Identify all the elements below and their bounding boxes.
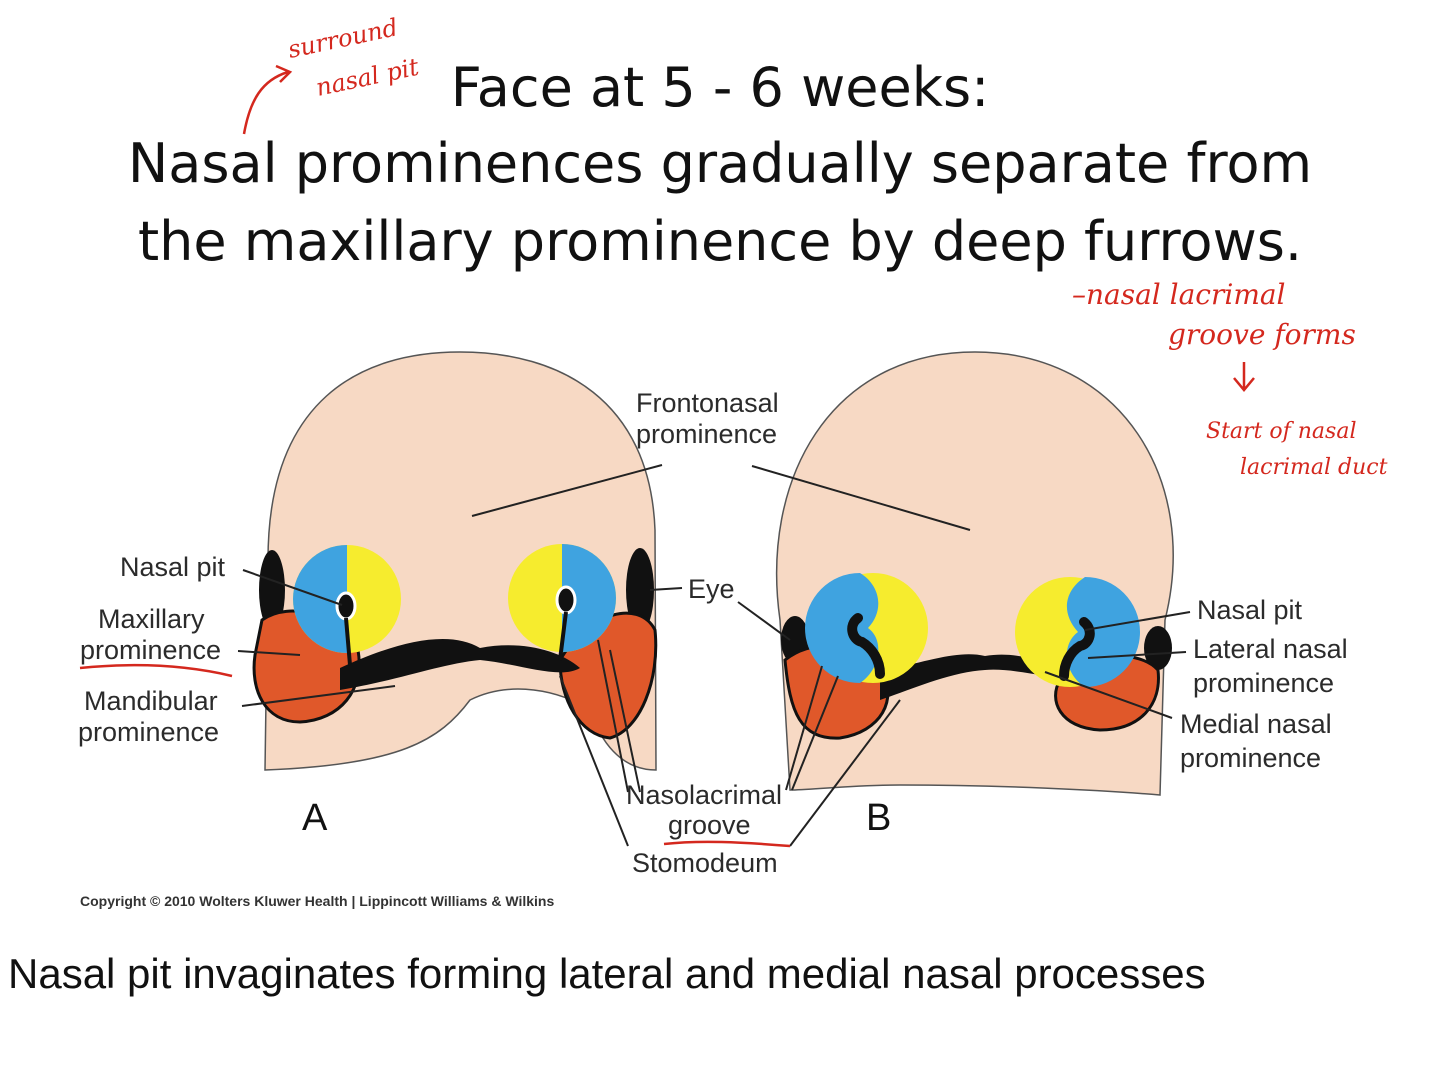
nasal-pit-a-left [335, 591, 357, 621]
copyright-text: Copyright © 2010 Wolters Kluwer Health |… [80, 893, 554, 909]
slide-caption: Nasal pit invaginates forming lateral an… [8, 950, 1206, 997]
nasal-pit-a-right [555, 585, 577, 615]
label-frontonasal-1: Frontonasal [636, 388, 779, 418]
annotation-start-of-nasal: Start of nasal [1206, 419, 1357, 444]
panel-label-a: A [302, 797, 328, 839]
eye-b-right [1144, 626, 1172, 670]
embryo-face-b [775, 351, 1174, 796]
nasal-placode-b-left-blue [805, 573, 879, 683]
annotation-arrow-down [1233, 362, 1255, 392]
stomodeum-b [880, 654, 1075, 700]
label-nasolacrimal-1: Nasolacrimal [626, 780, 782, 810]
label-nasolacrimal-2: groove [668, 810, 751, 840]
annotation-nasal-pit: nasal pit [313, 53, 421, 102]
leader-lines [237, 464, 1191, 847]
label-eye: Eye [688, 574, 735, 604]
label-frontonasal-2: prominence [636, 419, 777, 449]
label-medial-nasal-1: Medial nasal [1180, 709, 1332, 739]
annotation-surround: surround [285, 13, 400, 64]
embryo-face-a [252, 351, 658, 771]
nasolacrimal-groove-a-left [344, 617, 352, 666]
eye-a-right [626, 548, 654, 632]
nasal-placode-a-right-blue [562, 544, 616, 652]
nasal-pit-b-left [847, 613, 885, 679]
label-mandibular-2: prominence [78, 717, 219, 747]
label-nasal-pit-b: Nasal pit [1197, 595, 1303, 625]
label-maxillary-2: prominence [80, 635, 221, 665]
underline-groove [663, 840, 791, 848]
label-nasal-pit-a: Nasal pit [120, 552, 226, 582]
slide-title-line-3: the maxillary prominence by deep furrows… [137, 210, 1303, 273]
eye-a-left [259, 550, 285, 630]
annotation-lacrimal-duct: lacrimal duct [1240, 455, 1388, 480]
annotation-nasal-lacrimal: –nasal lacrimal [1072, 278, 1286, 311]
label-lateral-nasal-2: prominence [1193, 668, 1334, 698]
panel-label-b: B [866, 797, 891, 839]
underline-maxillary [79, 663, 233, 678]
nasal-placode-b-right-blue [1066, 577, 1140, 687]
label-mandibular-1: Mandibular [84, 686, 218, 716]
slide-title-line-2: Nasal prominences gradually separate fro… [127, 132, 1313, 195]
nasal-placode-a-left-blue [293, 545, 347, 653]
label-stomodeum: Stomodeum [632, 848, 778, 878]
label-maxillary-1: Maxillary [98, 604, 205, 634]
annotation-groove-forms: groove forms [1168, 318, 1356, 351]
label-medial-nasal-2: prominence [1180, 743, 1321, 773]
slide-title-line-1: Face at 5 - 6 weeks: [450, 56, 990, 119]
nasolacrimal-groove-a-right [558, 611, 568, 661]
stomodeum-a [340, 638, 580, 690]
label-lateral-nasal-1: Lateral nasal [1193, 634, 1348, 664]
annotation-arrow-left [242, 64, 293, 135]
